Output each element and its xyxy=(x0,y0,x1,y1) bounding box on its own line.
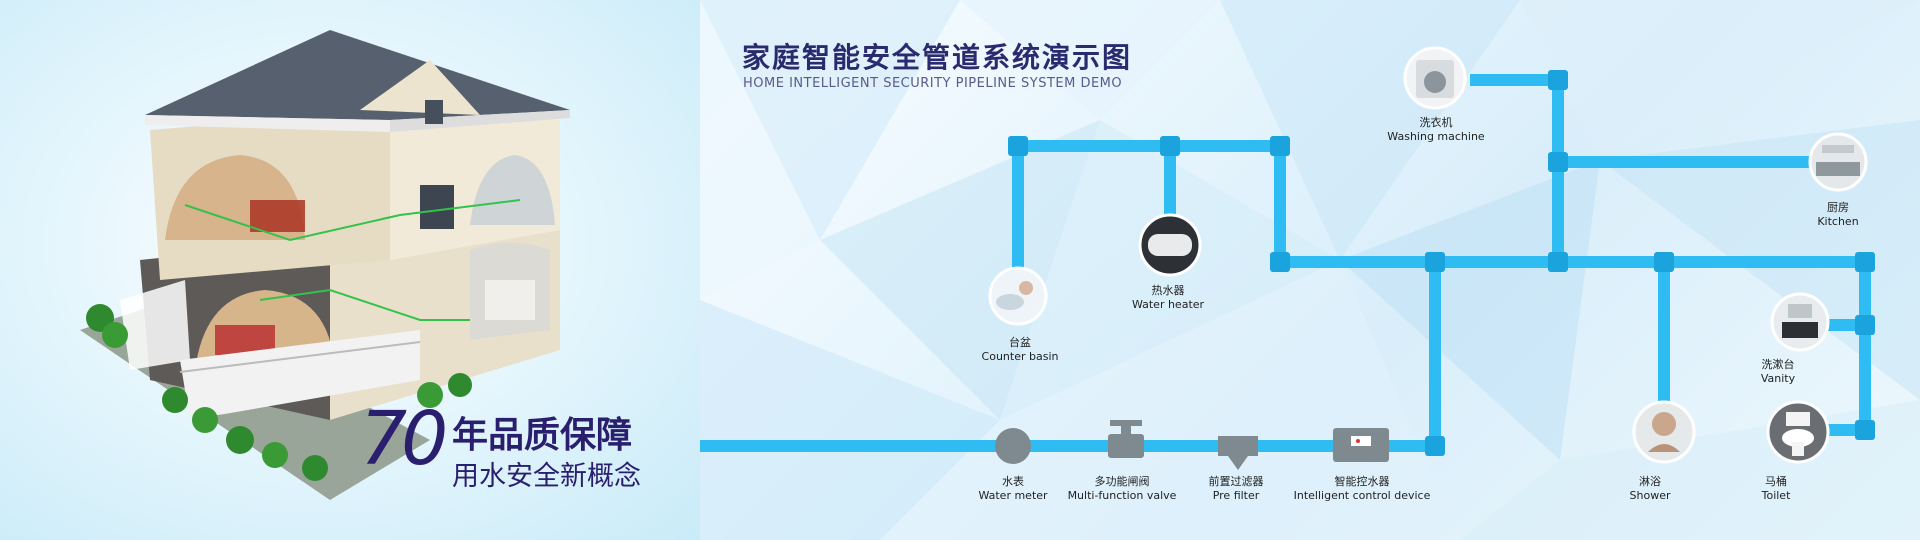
water-heater-label-cn: 热水器 xyxy=(1151,284,1185,297)
counter-basin-label: 台盆 Counter basin xyxy=(982,336,1059,364)
slogan-years: 70 xyxy=(360,396,448,482)
water-meter-icon xyxy=(995,428,1031,464)
main-pipe xyxy=(700,140,1441,452)
page-title: 家庭智能安全管道系统演示图 xyxy=(742,41,1133,74)
page-subtitle: HOME INTELLIGENT SECURITY PIPELINE SYSTE… xyxy=(743,76,1123,91)
water-meter-label: 水表 Water meter xyxy=(978,475,1047,503)
control-device-label-cn: 智能控水器 xyxy=(1334,475,1390,488)
washing-machine-label-en: Washing machine xyxy=(1387,129,1485,143)
water-heater-label-en: Water heater xyxy=(1131,297,1205,311)
shower-label: 淋浴 Shower xyxy=(1630,475,1671,503)
kitchen-label-cn: 厨房 xyxy=(1827,201,1849,214)
toilet-label: 马桶 Toilet xyxy=(1762,475,1791,503)
washing-machine-label: 洗衣机 Washing machine xyxy=(1387,116,1484,144)
kitchen-icon xyxy=(1808,132,1868,192)
vanity-label: 洗漱台 Vanity xyxy=(1761,358,1795,386)
house-illustration xyxy=(80,30,570,500)
water-heater-icon xyxy=(1138,213,1202,277)
pre-filter-label-en: Pre filter xyxy=(1212,488,1260,502)
counter-basin-icon xyxy=(988,266,1048,326)
kitchen-label-en: Kitchen xyxy=(1817,214,1859,228)
east-pipe xyxy=(1280,256,1871,436)
slogan-line1: 年品质保障 xyxy=(452,415,633,456)
water-meter-label-cn: 水表 xyxy=(1001,475,1024,488)
washer-pipe xyxy=(1470,74,1564,262)
pre-filter-label: 前置过滤器 Pre filter xyxy=(1209,475,1264,503)
vanity-label-en: Vanity xyxy=(1760,371,1796,385)
pre-filter-label-cn: 前置过滤器 xyxy=(1208,475,1264,488)
vanity-icon xyxy=(1770,292,1830,352)
valve-icon xyxy=(1108,420,1144,458)
counter-basin-label-en: Counter basin xyxy=(981,349,1059,363)
control-device-label-en: Intelligent control device xyxy=(1293,488,1431,502)
control-box-icon xyxy=(1333,428,1389,462)
valve-label: 多功能闸阀 Multi-function valve xyxy=(1068,475,1177,503)
water-heater-label: 热水器 Water heater xyxy=(1132,284,1204,312)
washing-machine-label-cn: 洗衣机 xyxy=(1419,116,1453,129)
kitchen-label: 厨房 Kitchen xyxy=(1817,201,1858,229)
filter-icon xyxy=(1218,436,1258,470)
counter-basin-label-cn: 台盆 xyxy=(1009,336,1031,349)
control-device-label: 智能控水器 Intelligent control device xyxy=(1294,475,1431,503)
washing-machine-icon xyxy=(1403,46,1467,110)
vanity-label-cn: 洗漱台 xyxy=(1761,358,1795,371)
shower-icon xyxy=(1632,400,1696,464)
slogan-line2: 用水安全新概念 xyxy=(452,461,641,492)
valve-label-en: Multi-function valve xyxy=(1067,488,1177,502)
water-meter-label-en: Water meter xyxy=(978,488,1048,502)
shower-label-cn: 淋浴 xyxy=(1638,475,1661,488)
valve-label-cn: 多功能闸阀 xyxy=(1094,475,1150,488)
toilet-label-cn: 马桶 xyxy=(1765,475,1787,488)
toilet-label-en: Toilet xyxy=(1761,488,1791,502)
toilet-icon xyxy=(1766,400,1830,464)
shower-label-en: Shower xyxy=(1629,488,1671,502)
